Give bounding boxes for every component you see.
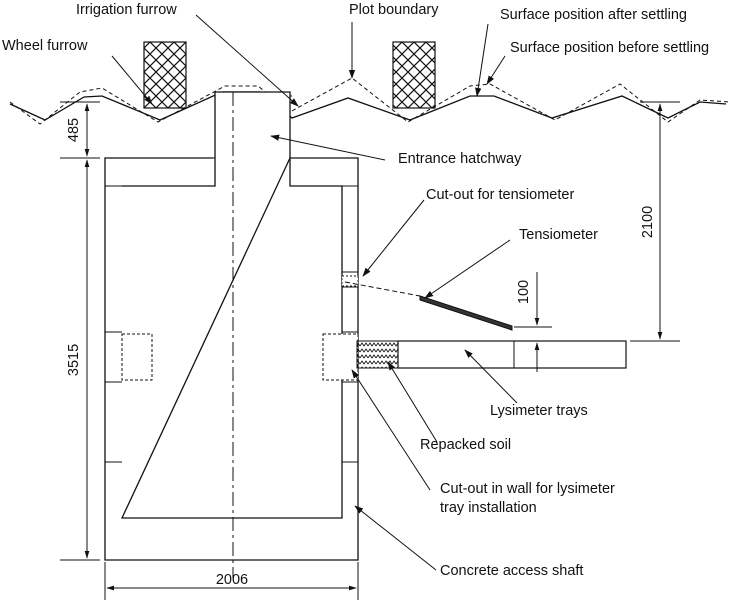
label-irrigation-furrow: Irrigation furrow <box>76 2 177 18</box>
label-surface-after: Surface position after settling <box>500 7 687 23</box>
label-plot-boundary: Plot boundary <box>349 2 439 18</box>
label-surface-before: Surface position before settling <box>510 40 709 56</box>
wall-cutout-right <box>322 333 359 381</box>
surface-after-settling-line <box>9 91 727 121</box>
label-cutout-wall-2: tray installation <box>440 500 537 516</box>
dim-tray-depth: 2100 <box>640 206 656 238</box>
label-concrete-shaft: Concrete access shaft <box>440 563 583 579</box>
tensiometer <box>419 295 513 331</box>
dim-top-depth: 485 <box>66 118 82 142</box>
repacked-soil <box>356 340 399 369</box>
lysimeter-trays <box>397 340 627 369</box>
dim-tray-offset: 100 <box>516 280 532 304</box>
dim-shaft-width: 2006 <box>216 572 248 588</box>
label-cutout-wall-1: Cut-out in wall for lysimeter <box>440 481 615 497</box>
wheel-track-left <box>143 41 187 109</box>
wheel-track-right <box>392 41 436 109</box>
surface-before-settling-line <box>9 77 731 125</box>
tensiometer-cutout <box>341 275 359 287</box>
tensiometer-lead <box>344 281 421 297</box>
label-tensiometer: Tensiometer <box>519 227 598 243</box>
label-wheel-furrow: Wheel furrow <box>2 38 88 54</box>
label-repacked-soil: Repacked soil <box>420 437 511 453</box>
wall-cutout-left <box>121 333 153 381</box>
dim-shaft-height: 3515 <box>66 344 82 376</box>
label-lysimeter-trays: Lysimeter trays <box>490 403 588 419</box>
label-entrance-hatchway: Entrance hatchway <box>398 151 522 167</box>
label-cutout-tensiometer: Cut-out for tensiometer <box>426 187 574 203</box>
